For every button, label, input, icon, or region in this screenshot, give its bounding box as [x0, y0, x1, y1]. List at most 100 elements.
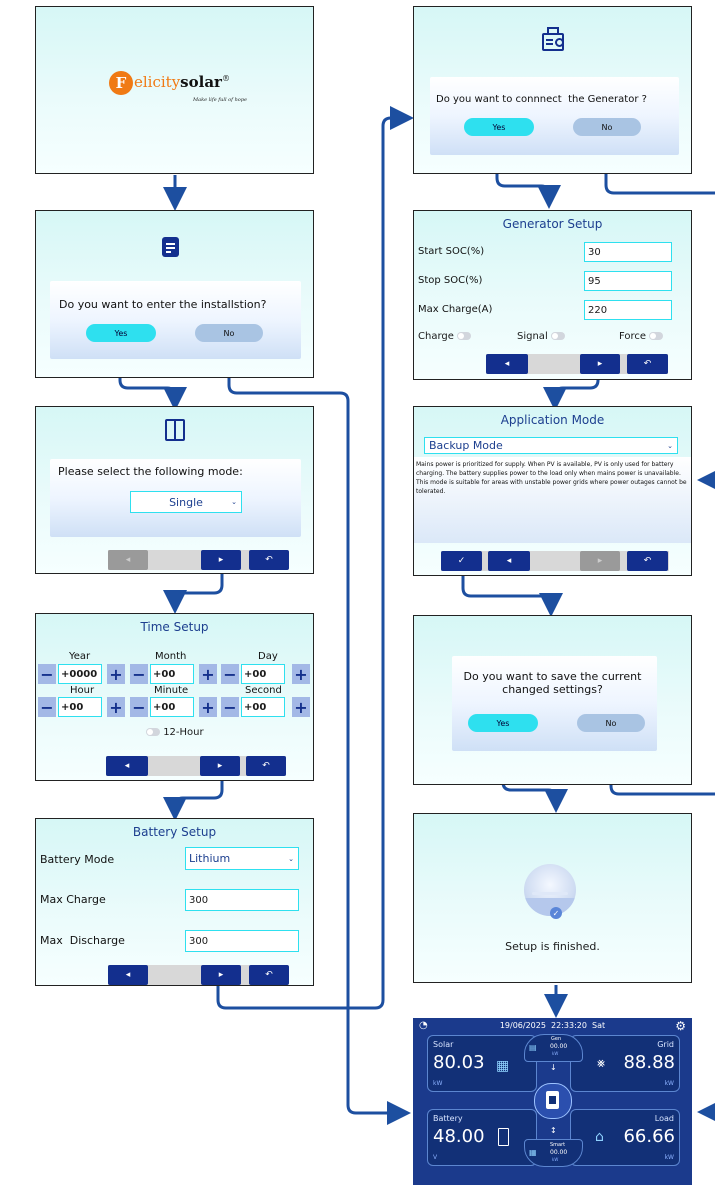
prev-button[interactable]: ◂ — [106, 756, 148, 776]
next-button[interactable]: ▸ — [200, 756, 240, 776]
application-mode-title: Application Mode — [500, 413, 605, 427]
generator-prompt-screen: Do you want to connnect the Generator ? … — [413, 6, 692, 174]
stop-soc-field[interactable]: 95 — [584, 271, 672, 291]
month-plus-button[interactable]: + — [199, 664, 217, 684]
gear-icon[interactable]: ⚙ — [675, 1019, 686, 1033]
second-minus-button[interactable]: − — [221, 697, 239, 717]
smart-label: Smart — [550, 1142, 566, 1148]
start-soc-field[interactable]: 30 — [584, 242, 672, 262]
grid-value: 88.88 — [623, 1052, 675, 1073]
chevron-down-icon: ⌄ — [288, 854, 294, 863]
mode-dropdown[interactable]: Single ⌄ — [130, 491, 242, 513]
brand-name-prefix: elicity — [134, 73, 181, 91]
prev-button[interactable]: ◂ — [108, 965, 148, 985]
hour-plus-button[interactable]: + — [107, 697, 125, 717]
generator-yes-button[interactable]: Yes — [464, 118, 534, 136]
install-no-button[interactable]: No — [195, 324, 263, 342]
year-field[interactable]: +0000 — [58, 664, 102, 684]
smart-node[interactable]: ▦ Smart 00.00 kW — [524, 1139, 583, 1167]
hour-field[interactable]: +00 — [58, 697, 102, 717]
save-question-line2: changed settings? — [502, 683, 603, 696]
generator-handle-icon — [547, 27, 559, 33]
load-label: Load — [654, 1114, 674, 1123]
minute-field[interactable]: +00 — [150, 697, 194, 717]
force-toggle[interactable]: Force — [619, 331, 664, 342]
toggle-switch-icon — [550, 332, 565, 340]
next-button[interactable]: ▸ — [580, 551, 620, 571]
prev-button[interactable]: ◂ — [488, 551, 530, 571]
grid-card[interactable]: Grid 88.88 kW ⨳ — [570, 1035, 680, 1092]
charge-toggle[interactable]: Charge — [418, 331, 472, 342]
install-yes-button[interactable]: Yes — [86, 324, 156, 342]
brand-tagline: Make life full of hope — [193, 97, 247, 103]
solar-value: 80.03 — [433, 1052, 485, 1073]
back-button[interactable]: ↶ — [249, 550, 289, 570]
minute-label: Minute — [154, 685, 189, 696]
time-setup-screen: Time Setup Year Month Day − +0000 + − +0… — [35, 613, 314, 781]
generator-question: Do you want to connnect the Generator ? — [436, 94, 647, 105]
application-mode-dropdown[interactable]: Backup Mode ⌄ — [424, 437, 678, 454]
chevron-down-icon: ⌄ — [667, 441, 673, 450]
next-button[interactable]: ▸ — [201, 965, 241, 985]
day-field[interactable]: +00 — [241, 664, 285, 684]
hour-minus-button[interactable]: − — [38, 697, 56, 717]
application-mode-description: Mains power is prioritized for supply. W… — [416, 461, 687, 495]
battery-mode-dropdown[interactable]: Lithium ⌄ — [185, 847, 299, 870]
smart-load-icon: ▦ — [529, 1148, 537, 1157]
twelve-hour-label: 12-Hour — [163, 727, 204, 738]
nav-track — [106, 756, 286, 776]
arrow-appmode-to-save — [461, 575, 563, 617]
arrow-install-yes-to-mode — [118, 340, 187, 411]
arrow-gen-yes-to-setup — [495, 134, 561, 209]
mode-dropdown-value: Single — [169, 495, 203, 509]
next-button[interactable]: ▸ — [580, 354, 620, 374]
back-button[interactable]: ↶ — [246, 756, 286, 776]
back-button[interactable]: ↶ — [627, 354, 668, 374]
generator-no-button[interactable]: No — [573, 118, 641, 136]
solar-card[interactable]: Solar 80.03 kW ▦ — [427, 1035, 537, 1092]
gen-node[interactable]: ▤ Gen 00.00 kW — [524, 1034, 583, 1062]
save-prompt-screen: Do you want to save the current changed … — [413, 615, 692, 785]
application-mode-panel — [414, 457, 691, 543]
second-field[interactable]: +00 — [241, 697, 285, 717]
flow-down-arrow-icon: ↓ — [550, 1063, 557, 1072]
load-card[interactable]: Load 66.66 kW ⌂ — [570, 1109, 680, 1166]
grid-tower-icon: ⨳ — [597, 1056, 606, 1071]
signal-toggle[interactable]: Signal — [517, 331, 565, 342]
wifi-icon: ◔ — [419, 1020, 428, 1031]
document-edit-icon — [162, 237, 179, 257]
year-minus-button[interactable]: − — [38, 664, 56, 684]
save-yes-button[interactable]: Yes — [468, 714, 538, 732]
nav-track — [108, 965, 288, 985]
smart-unit: kW — [552, 1157, 559, 1162]
back-button[interactable]: ↶ — [249, 965, 289, 985]
battery-card[interactable]: Battery 48.00 V — [427, 1109, 537, 1166]
twelve-hour-toggle[interactable]: 12-Hour — [146, 727, 204, 738]
solar-label: Solar — [433, 1040, 454, 1049]
max-discharge-label: Max Discharge — [40, 934, 125, 947]
month-field[interactable]: +00 — [150, 664, 194, 684]
cabinet-icon — [165, 419, 185, 441]
prev-button[interactable]: ◂ — [108, 550, 148, 570]
application-mode-value: Backup Mode — [429, 439, 503, 452]
prev-button[interactable]: ◂ — [486, 354, 528, 374]
battery-setup-title: Battery Setup — [132, 825, 217, 839]
max-charge-label: Max Charge — [40, 893, 106, 906]
generator-setup-screen: Generator Setup Start SOC(%) 30 Stop SOC… — [413, 210, 692, 380]
confirm-button[interactable]: ✓ — [441, 551, 482, 571]
minute-plus-button[interactable]: + — [199, 697, 217, 717]
minute-minus-button[interactable]: − — [130, 697, 148, 717]
generator-setup-title: Generator Setup — [502, 217, 603, 231]
max-discharge-field[interactable]: 300 — [185, 930, 299, 952]
max-charge-field[interactable]: 300 — [185, 889, 299, 911]
day-minus-button[interactable]: − — [221, 664, 239, 684]
next-button[interactable]: ▸ — [201, 550, 241, 570]
year-plus-button[interactable]: + — [107, 664, 125, 684]
back-button[interactable]: ↶ — [627, 551, 668, 571]
max-charge-a-field[interactable]: 220 — [584, 300, 672, 320]
day-plus-button[interactable]: + — [292, 664, 310, 684]
second-plus-button[interactable]: + — [292, 697, 310, 717]
month-minus-button[interactable]: − — [130, 664, 148, 684]
save-no-button[interactable]: No — [577, 714, 645, 732]
year-label: Year — [69, 651, 91, 662]
